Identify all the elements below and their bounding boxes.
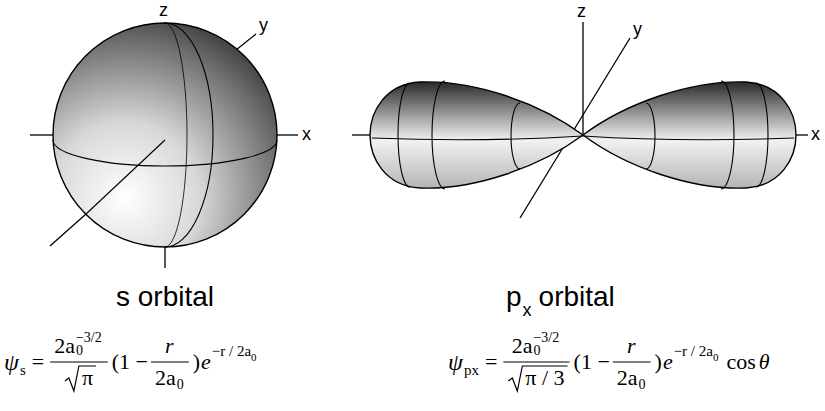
equation-term: −r / 2a	[212, 344, 251, 359]
caption: p	[506, 283, 522, 311]
radical-sign	[65, 366, 96, 391]
caption: s orbital	[116, 283, 214, 311]
y-axis	[236, 34, 256, 50]
equation-term: r	[165, 335, 174, 357]
lobe-equator	[372, 136, 583, 140]
equation-term: =	[485, 351, 497, 373]
meridian	[165, 23, 213, 247]
caption-subscript: x	[523, 301, 532, 319]
equation-term: 2a	[54, 335, 75, 357]
equation-term: s	[20, 363, 26, 378]
p-lobe	[583, 82, 796, 188]
equator	[53, 140, 277, 166]
equation-term: −3/2	[533, 331, 559, 345]
equation-term: =	[32, 351, 44, 373]
radical-sign	[508, 366, 567, 391]
lobe-ring	[511, 103, 520, 169]
equation-term: (1 −	[112, 351, 148, 373]
axis-label: x	[811, 125, 820, 143]
z-axis	[164, 246, 165, 268]
s-sphere	[53, 23, 277, 247]
equation-term: ψ	[448, 350, 463, 374]
fraction-bar	[613, 361, 651, 362]
equation-term: π	[82, 367, 93, 389]
lobe-ring	[721, 81, 734, 189]
equation-term: (1 −	[574, 351, 610, 373]
axis-lines	[30, 22, 298, 268]
equation-term: )	[193, 351, 200, 373]
lobe-ring	[756, 83, 768, 187]
axis-lines	[352, 22, 808, 218]
lobe-ring	[398, 83, 410, 187]
y-axis-inner	[86, 140, 165, 214]
p-lobe	[370, 82, 583, 188]
equation-term: 0	[713, 352, 719, 363]
axis-label: y	[259, 16, 268, 34]
x-axis	[796, 134, 808, 135]
equation-term: 2a	[512, 335, 533, 357]
equation-term: 0	[177, 378, 184, 392]
equation-term: 0	[533, 344, 540, 358]
lobe-equator	[583, 136, 794, 140]
x-axis	[277, 134, 298, 135]
equation-term: 0	[639, 378, 646, 392]
fraction-bar	[503, 361, 569, 362]
y-axis	[50, 214, 86, 246]
fraction-bar	[151, 361, 189, 362]
equation-term: e	[663, 351, 673, 373]
equation-term: −3/2	[76, 331, 102, 345]
equation-term: −r / 2a	[674, 344, 713, 359]
x-axis	[30, 134, 53, 135]
equation-term: 0	[76, 344, 83, 358]
equation-term: θ	[759, 351, 770, 373]
lobe-grid	[372, 81, 794, 189]
lobe-ring	[646, 103, 655, 169]
equation-term: ψ	[4, 350, 19, 374]
meridian	[165, 23, 187, 247]
axis-label: z	[159, 1, 168, 19]
sphere-grid	[53, 23, 277, 247]
axis-label: y	[633, 20, 642, 38]
equation-term: )	[655, 351, 662, 373]
axis-label: x	[302, 125, 311, 143]
x-axis	[352, 134, 370, 135]
z-axis	[582, 22, 583, 135]
equation-term: 2a	[155, 367, 176, 389]
equation-term: px	[464, 363, 479, 378]
equation-term: 2a	[617, 367, 638, 389]
axis-label: z	[577, 2, 586, 20]
equation-term: e	[201, 351, 211, 373]
equation-term: r	[627, 335, 636, 357]
lobe-ring	[432, 81, 445, 189]
caption: orbital	[539, 283, 615, 311]
equation-term: cos	[726, 351, 755, 373]
equation-term: 0	[251, 352, 257, 363]
fraction-bar	[50, 361, 108, 362]
equation-term: π / 3	[525, 367, 564, 389]
